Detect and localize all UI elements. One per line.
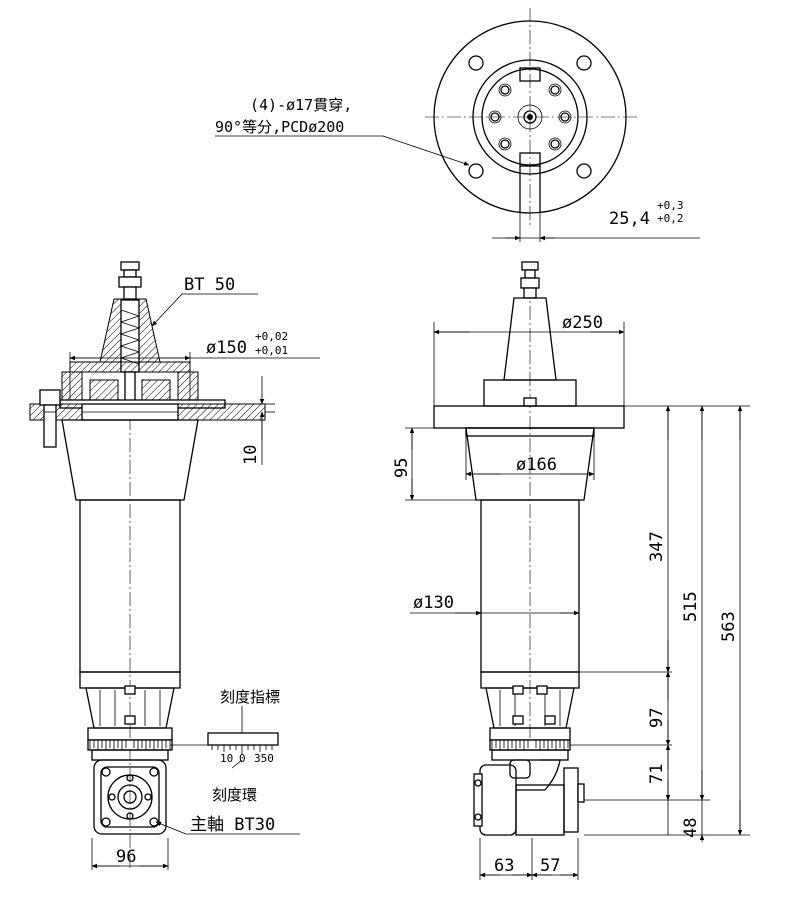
bolt-holes-note-1: (4)-ø17貫穿, [250, 96, 352, 114]
taper-label: BT 50 [184, 275, 235, 295]
scale-indicator-label: 刻度指標 [220, 688, 280, 706]
body-length-dim: 347 [647, 531, 667, 562]
pilot-tol-lower: +0,01 [255, 344, 288, 357]
spindle-label: 主軸 BT30 [190, 815, 275, 835]
flange-thickness-dim: 10 [241, 445, 261, 465]
right-outline-view [405, 261, 750, 880]
head-right-dim: 57 [540, 856, 560, 876]
to-spindle-length-dim: 515 [681, 591, 701, 622]
upper-body-height-dim: 95 [392, 458, 412, 478]
upper-body-dia-dim: ø166 [516, 455, 557, 475]
head-offset-dim: 48 [681, 818, 701, 838]
left-section-view [29, 261, 320, 870]
flange-dia-dim: ø250 [562, 313, 603, 333]
scale-tick-10: 10 [220, 752, 233, 765]
pilot-tol-upper: +0,02 [255, 330, 288, 343]
lower-body-dia-dim: ø130 [413, 593, 454, 613]
overall-length-dim: 563 [719, 611, 739, 642]
scale-tick-350: 350 [254, 752, 274, 765]
slot-width-dim: 25,4 [609, 209, 650, 229]
head-left-dim: 63 [494, 856, 514, 876]
scale-tick-0: 0 [239, 752, 246, 765]
slot-tol-lower: +0,2 [657, 212, 684, 225]
neck-length-dim: 97 [647, 708, 667, 728]
head-width-dim: 96 [116, 847, 136, 867]
scale-ring-label: 刻度環 [212, 786, 257, 804]
bolt-holes-note-2: 90°等分,PCDø200 [215, 118, 344, 136]
slot-tol-upper: +0,3 [657, 199, 684, 212]
pilot-dia-dim: ø150 [206, 338, 247, 358]
dial-to-head-dim: 71 [647, 764, 667, 784]
top-flange-view [215, 8, 700, 242]
